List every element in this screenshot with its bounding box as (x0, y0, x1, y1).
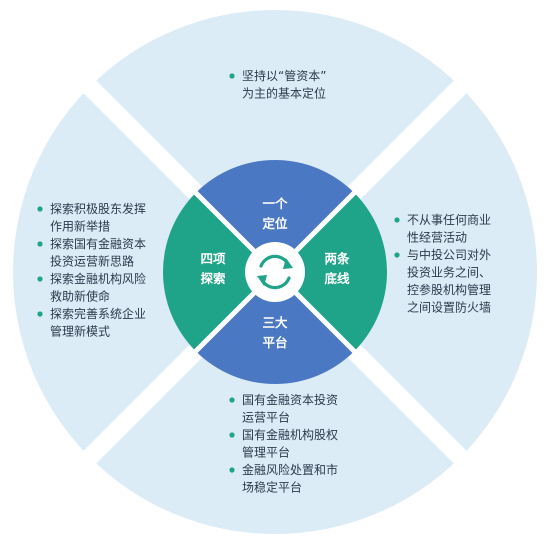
bottom-item-3-line-2: 场稳定平台 (242, 480, 302, 495)
center-right-line2: 底线 (324, 271, 350, 286)
inner-quadrant-left (163, 192, 275, 352)
bottom-item-2-line-2: 管理平台 (242, 445, 290, 460)
bottom-item-1-line-1: 国有金融资本投资 (242, 392, 338, 407)
right-item-2-line-3: 控参股机构管理 (407, 282, 491, 297)
left-item-1-line-2: 作用新举措 (50, 219, 110, 234)
left-item-2-line-2: 投资运营新思路 (50, 254, 134, 269)
left-item-3-line-2: 救助新使命 (50, 289, 110, 304)
inner-quadrant-right (275, 192, 387, 352)
bullet-dot (37, 311, 43, 317)
inner-quadrants (163, 160, 387, 385)
bullet-dot (229, 432, 235, 438)
right-item-2-line-4: 之间设置防火墙 (407, 300, 491, 315)
right-item-1-line-1: 不从事任何商业 (407, 212, 491, 227)
center-left-line1: 四项 (200, 251, 226, 266)
center-circle (245, 242, 305, 302)
left-item-4-line-2: 管理新模式 (50, 324, 110, 339)
right-item-1-line-2: 性经营活动 (407, 231, 467, 245)
top-item-1-line-1: 坚持以“管资本” (242, 68, 326, 83)
bullet-dot (394, 217, 400, 223)
bullet-dot (229, 397, 235, 403)
center-bottom-line1: 三大 (262, 315, 288, 330)
top-segment-list: 坚持以“管资本” 为主的基本定位 (229, 68, 326, 101)
top-item-1-line-2: 为主的基本定位 (242, 86, 326, 101)
left-item-4-line-1: 探索完善系统企业 (50, 306, 146, 321)
center-bottom-line2: 平台 (262, 335, 287, 350)
left-segment-list: 探索积极股东发挥作用新举措探索国有金融资本投资运营新思路探索金融机构风险救助新使… (37, 201, 146, 339)
bullet-dot (394, 252, 400, 258)
left-item-1-line-1: 探索积极股东发挥 (50, 201, 146, 216)
center-left-line2: 探索 (200, 271, 226, 286)
center-right-line1: 两条 (324, 251, 350, 266)
bottom-item-1-line-2: 运营平台 (242, 410, 290, 425)
center-top-line1: 一个 (262, 196, 288, 211)
refresh-icon (257, 254, 293, 290)
bottom-item-3-line-1: 金融风险处置和市 (242, 462, 338, 477)
bottom-item-2-line-1: 国有金融机构股权 (242, 427, 338, 442)
inner-quadrant-bottom (195, 272, 355, 385)
right-item-2-line-1: 与中投公司对外 (407, 247, 491, 262)
center-top-line2: 定位 (261, 216, 288, 231)
inner-quadrant-top (195, 160, 355, 272)
bullet-dot (37, 241, 43, 247)
bullet-dot (37, 276, 43, 282)
right-item-2-line-2: 投资业务之间、 (407, 265, 491, 280)
bullet-dot (229, 73, 235, 79)
left-item-2-line-1: 探索国有金融资本 (50, 236, 146, 251)
bullet-dot (229, 467, 235, 473)
bullet-dot (37, 206, 43, 212)
left-item-3-line-1: 探索金融机构风险 (50, 271, 146, 286)
